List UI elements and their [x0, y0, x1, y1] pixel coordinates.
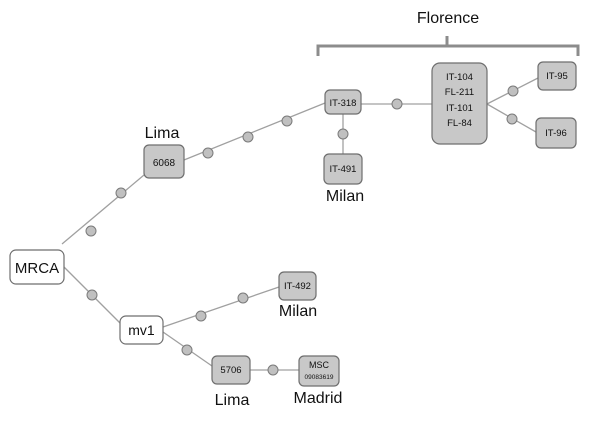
location-madrid: Madrid — [294, 390, 343, 407]
location-lima-bottom: Lima — [215, 392, 250, 409]
node-cluster-label-3: IT-101 — [446, 103, 473, 114]
mutation-dot — [195, 310, 207, 322]
node-mrca: MRCA — [9, 249, 65, 285]
node-mrca-label: MRCA — [15, 260, 59, 277]
node-it95: IT-95 — [537, 61, 577, 91]
node-it492: IT-492 — [278, 271, 317, 301]
node-5706: 5706 — [211, 355, 251, 385]
node-mv1-label: mv1 — [128, 322, 155, 338]
node-it95-label: IT-95 — [546, 71, 568, 82]
node-it491: IT-491 — [323, 153, 363, 185]
node-cluster-label-2: FL-211 — [445, 87, 474, 98]
mutation-dot — [391, 98, 403, 110]
node-it96: IT-96 — [535, 117, 577, 149]
mutation-dot — [281, 115, 293, 127]
mutation-dot — [267, 364, 279, 376]
mutation-dot — [85, 225, 97, 237]
node-6068-label: 6068 — [153, 158, 176, 169]
node-5706-label: 5706 — [220, 365, 241, 376]
mutation-dot — [337, 128, 349, 140]
edge-mrca-6068 — [61, 174, 145, 245]
node-mv1: mv1 — [119, 315, 164, 345]
location-florence: Florence — [417, 10, 479, 27]
node-it318-label: IT-318 — [330, 98, 357, 109]
mutation-dot — [237, 292, 249, 304]
node-msc-label-2: 09083619 — [305, 374, 334, 381]
node-it96-label: IT-96 — [545, 128, 567, 139]
node-cluster-label-4: FL-84 — [447, 118, 472, 129]
node-cluster: IT-104 FL-211 IT-101 FL-84 — [431, 62, 488, 145]
node-it491-label: IT-491 — [330, 164, 357, 175]
edge-mv1-it492 — [162, 286, 280, 328]
mutation-dot — [86, 289, 98, 301]
mutation-dot — [506, 113, 518, 125]
mutation-dot — [507, 85, 519, 97]
node-cluster-label-1: IT-104 — [446, 72, 473, 83]
node-it318: IT-318 — [324, 89, 362, 115]
location-milan-top: Milan — [326, 188, 364, 205]
location-labels: Florence Lima Milan Milan Lima Madrid — [145, 10, 480, 409]
node-6068: 6068 — [143, 144, 185, 179]
node-msc: MSC 09083619 — [298, 355, 340, 387]
mutation-dots — [85, 85, 519, 376]
location-lima-top: Lima — [145, 125, 180, 142]
mutation-dot — [181, 344, 193, 356]
florence-bracket — [316, 36, 580, 56]
mutation-dot — [242, 131, 254, 143]
node-it492-label: IT-492 — [284, 281, 311, 292]
location-milan-bottom: Milan — [279, 303, 317, 320]
mutation-dot — [202, 147, 214, 159]
mutation-dot — [115, 187, 127, 199]
node-msc-label-1: MSC — [309, 360, 330, 370]
